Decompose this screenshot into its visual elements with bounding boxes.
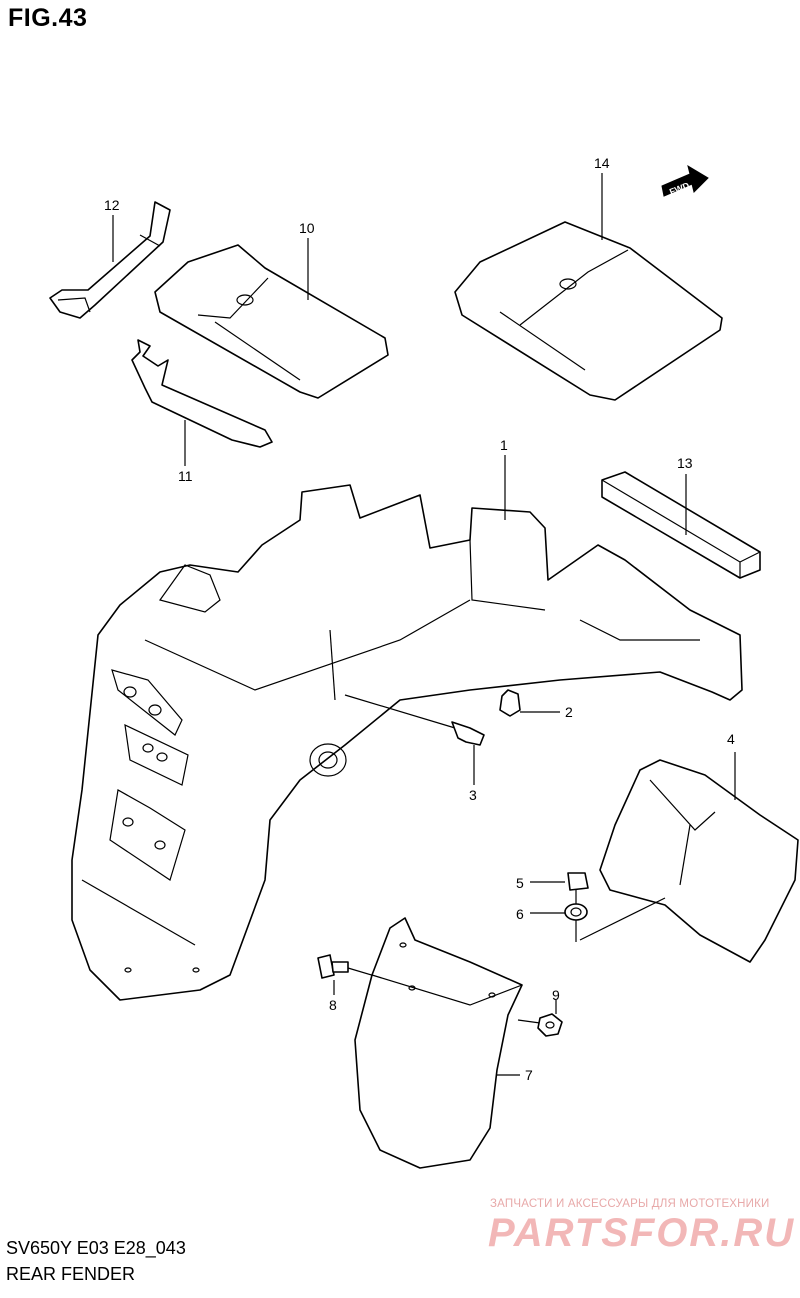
callout-8: 8 (329, 997, 337, 1013)
callout-9: 9 (552, 987, 560, 1003)
callout-6: 6 (516, 906, 524, 922)
callout-10: 10 (299, 220, 315, 236)
part-4-splash-guard (579, 759, 799, 963)
part-12-strap (49, 201, 171, 319)
callout-1: 1 (500, 437, 508, 453)
part-11-spanner (131, 339, 273, 448)
part-3-bolt (344, 694, 485, 746)
figure-title: FIG.43 (8, 4, 88, 32)
callout-14: 14 (594, 155, 610, 171)
part-1-rear-fender (71, 484, 743, 1001)
watermark-brand-logo: PARTSFOR.RU (488, 1211, 796, 1255)
diagram-code: SV650Y E03 E28_043 (6, 1238, 186, 1258)
part-6-collar (564, 903, 588, 942)
callout-7: 7 (525, 1067, 533, 1083)
callout-12: 12 (104, 197, 120, 213)
forward-direction-arrow-icon: FWD (661, 164, 709, 197)
callout-11: 11 (178, 468, 193, 484)
watermark-tagline: ЗАПЧАСТИ И АКСЕССУАРЫ ДЛЯ МОТОТЕХНИКИ (490, 1198, 770, 1210)
callout-4: 4 (727, 731, 735, 747)
part-9-nut (537, 1013, 563, 1037)
diagram-name: REAR FENDER (6, 1264, 136, 1284)
part-10-tool-bag (154, 244, 389, 399)
part-13-foam-block (601, 471, 761, 579)
callout-13: 13 (677, 455, 693, 471)
callout-5: 5 (516, 875, 524, 891)
part-14-document-bag (454, 221, 723, 401)
part-2-screw (499, 689, 521, 717)
callout-2: 2 (565, 704, 573, 720)
part-5-bolt (567, 872, 589, 905)
callout-3: 3 (469, 787, 477, 803)
part-7-mudguard-extension (354, 917, 541, 1169)
